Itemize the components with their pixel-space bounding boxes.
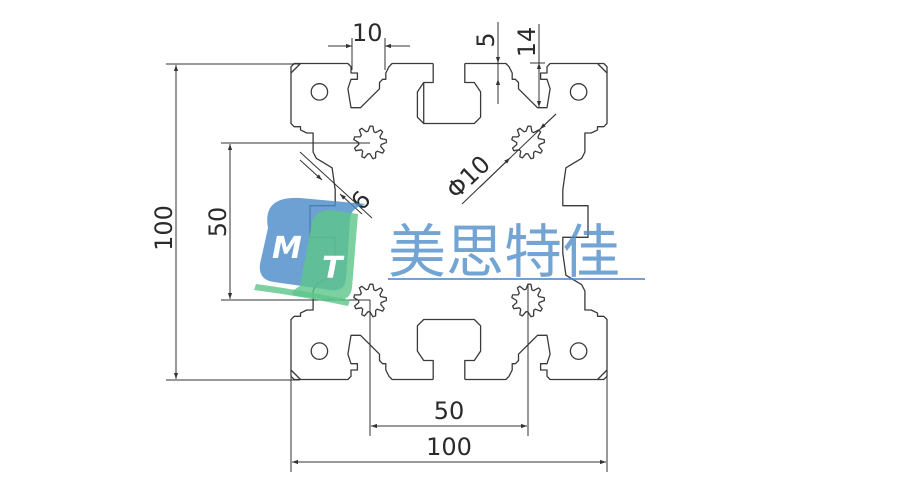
dim-core-hole-arrow-a xyxy=(479,157,511,188)
dim-text-overall-height: 100 xyxy=(150,205,178,251)
corner-hole xyxy=(310,83,329,101)
corner-hole xyxy=(310,342,329,360)
profile-edge xyxy=(449,63,482,125)
dim-web-arrow-a xyxy=(299,159,323,181)
profile-edge xyxy=(290,62,434,109)
dim-text-core-hole: Φ10 xyxy=(441,150,496,204)
profile-edge xyxy=(416,318,449,380)
corner-hole xyxy=(569,342,588,360)
profile-edge xyxy=(416,63,449,125)
profile-edge xyxy=(290,334,434,381)
profile-edge xyxy=(562,63,608,222)
profile-edge xyxy=(290,63,336,222)
dim-text-core-spacing-v: 50 xyxy=(204,207,232,238)
logo-green-swoosh xyxy=(254,284,350,306)
profile-edge xyxy=(464,62,608,109)
dim-text-overall-width: 100 xyxy=(426,433,472,461)
core-hole xyxy=(511,125,546,160)
corner-hole xyxy=(569,83,588,101)
watermark-logo: M T xyxy=(254,197,366,306)
profile-edge xyxy=(449,318,482,380)
core-hole xyxy=(353,125,388,160)
dim-text-slot-depth: 14 xyxy=(513,27,541,58)
logo-letter-t: T xyxy=(322,251,345,286)
profile-edge xyxy=(464,334,608,381)
profile-edge xyxy=(562,221,608,380)
logo-green-shape xyxy=(291,210,358,301)
dim-core-hole-arrow-b xyxy=(539,113,557,130)
logo-letter-m: M xyxy=(272,231,302,266)
dim-text-slot-opening: 10 xyxy=(352,19,383,47)
watermark-text: 美思特佳 xyxy=(388,218,620,286)
dim-web-line xyxy=(299,151,373,219)
dim-text-lip-thickness: 5 xyxy=(472,32,500,47)
dim-text-core-spacing-h: 50 xyxy=(434,397,465,425)
